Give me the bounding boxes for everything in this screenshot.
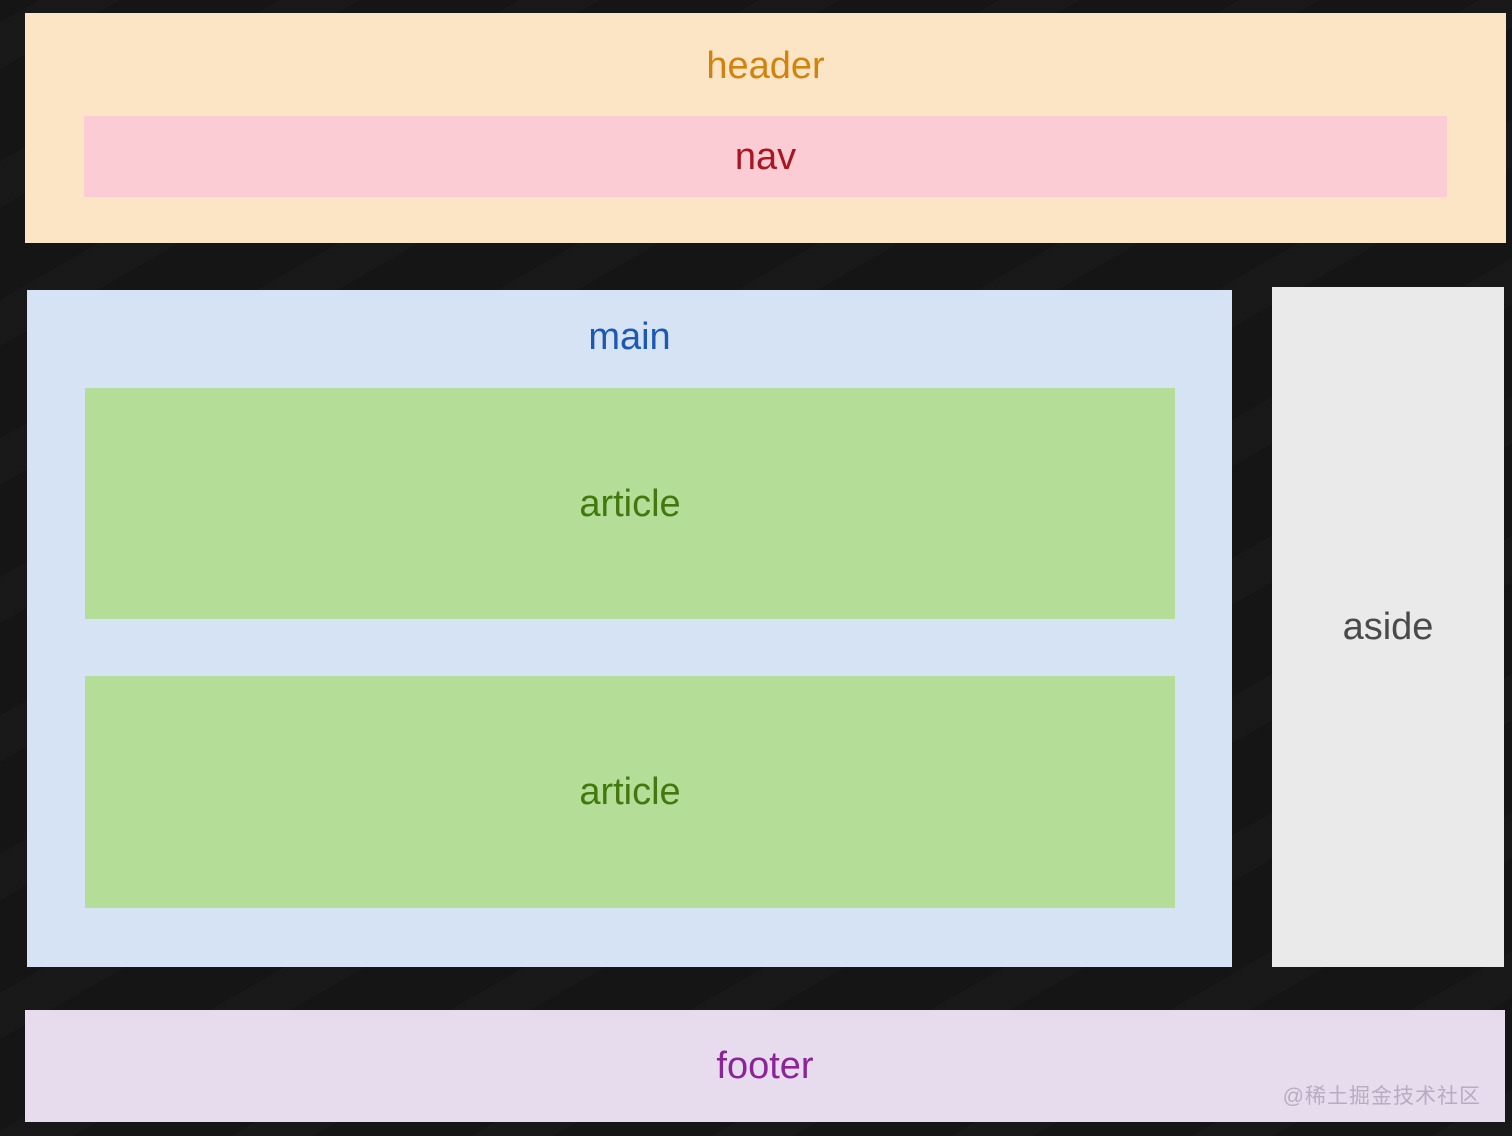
header-section: header nav bbox=[25, 13, 1506, 243]
article-block-1: article bbox=[85, 388, 1175, 619]
footer-section: footer @稀土掘金技术社区 bbox=[25, 1010, 1505, 1122]
aside-section: aside bbox=[1272, 287, 1504, 967]
nav-bar: nav bbox=[84, 116, 1447, 197]
aside-label: aside bbox=[1342, 606, 1434, 648]
article-label-1: article bbox=[579, 482, 681, 525]
main-section: main article article bbox=[27, 290, 1232, 967]
main-label: main bbox=[588, 316, 671, 358]
article-label-2: article bbox=[579, 771, 681, 813]
article-block-2: article bbox=[85, 676, 1175, 908]
nav-label: nav bbox=[734, 135, 797, 178]
footer-label: footer bbox=[716, 1045, 814, 1087]
header-label: header bbox=[706, 45, 825, 87]
community-watermark-text: @稀土掘金技术社区 bbox=[1282, 1085, 1481, 1108]
